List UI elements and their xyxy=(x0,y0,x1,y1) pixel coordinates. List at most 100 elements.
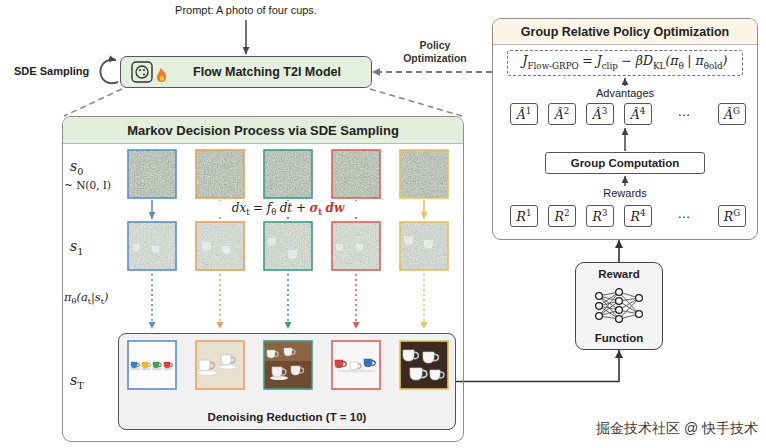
net-unit xyxy=(616,316,623,323)
reward-box: RG xyxy=(718,205,746,227)
graphic-part xyxy=(364,359,375,367)
graphic-part xyxy=(400,222,448,270)
graphic-part xyxy=(400,150,448,198)
graphic-part xyxy=(336,244,346,251)
math-symbol: R xyxy=(555,209,564,224)
math-symbol: G xyxy=(733,208,740,218)
math-symbol: G xyxy=(733,106,740,116)
math-symbol: Â xyxy=(631,107,640,122)
math-symbol: clip xyxy=(602,61,618,71)
graphic-part xyxy=(356,244,366,251)
model-box: Flow Matching T2I Model xyxy=(120,56,372,88)
reward-box: R3 xyxy=(586,205,614,227)
graphic-part xyxy=(332,222,380,270)
math-symbol: R xyxy=(517,209,526,224)
box-label: Function xyxy=(576,332,662,344)
policy-label: (a xyxy=(76,290,87,304)
ellipsis: … xyxy=(678,104,691,119)
watermark: 掘金技术社区 @ 快手技术 xyxy=(596,420,758,436)
loop-label: SDE Sampling xyxy=(14,65,89,78)
net-unit xyxy=(596,313,603,320)
graphic-part xyxy=(400,150,448,198)
graphic-part xyxy=(284,348,295,356)
graphic-part xyxy=(400,341,448,389)
sde-equation: t xyxy=(318,207,322,217)
policy-label: |s xyxy=(91,290,101,304)
graphic-part xyxy=(196,341,244,389)
graphic-part xyxy=(196,341,244,389)
graphic-part xyxy=(128,341,176,389)
graphic-part xyxy=(100,60,118,84)
math-symbol: R xyxy=(631,209,640,224)
graphic-part xyxy=(128,222,176,270)
graphic-part xyxy=(332,341,380,389)
neural-net-icon xyxy=(594,288,644,324)
prompt-text: Prompt: A photo of four cups. xyxy=(175,4,317,16)
panel-title: Group Relative Policy Optimization xyxy=(521,25,729,39)
state-label: 1 xyxy=(77,246,83,257)
graphic-part xyxy=(128,150,176,198)
math-symbol: Â xyxy=(517,107,526,122)
graphic-part xyxy=(332,222,380,270)
graphic-part xyxy=(423,200,425,219)
section-label: Advantages xyxy=(575,87,675,100)
graphic-part xyxy=(624,176,626,186)
graphic-part xyxy=(264,222,312,270)
math-symbol: KL xyxy=(653,61,665,71)
policy-label: π xyxy=(64,290,72,304)
math-symbol: 3 xyxy=(602,106,608,116)
formula-line: RG xyxy=(724,209,740,224)
graphic-part xyxy=(404,236,417,245)
policy-label: πθ(at|st) xyxy=(64,291,109,307)
graphic-part xyxy=(151,200,153,219)
graphic-part xyxy=(268,238,279,246)
graphic-part xyxy=(197,371,217,376)
graphic-part xyxy=(152,246,162,253)
graphic-part xyxy=(196,150,244,198)
math-symbol: 1 xyxy=(526,106,532,116)
math-symbol: R xyxy=(593,209,602,224)
sde-equation: dt + xyxy=(280,201,306,215)
advantage-box: Â3 xyxy=(586,103,614,125)
process-box: Group Computation xyxy=(545,152,705,174)
objective-box: JFlow-GRPO= Jclip− βDKL(πθ| πθold) xyxy=(507,50,743,76)
trajectory-box-fill xyxy=(118,333,456,430)
policy-label: t xyxy=(101,297,104,306)
graphic-part xyxy=(264,341,312,389)
math-symbol: Â xyxy=(724,107,733,122)
formula-line: JFlow-GRPO= Jclip− βDKL(πθ| πθold) xyxy=(522,55,727,70)
graphic-part xyxy=(370,89,462,116)
math-symbol: 3 xyxy=(602,208,608,218)
policy-label: ) xyxy=(104,290,109,304)
mdp-panel: Markov Decision Process via SDE Sampling… xyxy=(62,116,464,442)
graphic-part xyxy=(400,341,448,389)
formula-line: Â4 xyxy=(631,107,646,122)
math-symbol: θ xyxy=(678,61,683,71)
math-symbol: | π xyxy=(687,53,703,68)
step-arrows xyxy=(152,200,424,219)
graphic-part xyxy=(287,274,289,329)
grpo-panel: Group Relative Policy OptimizationJFlow-… xyxy=(492,18,758,240)
graphic-part xyxy=(151,274,153,329)
graphic-part xyxy=(128,222,176,270)
graphic-part xyxy=(350,362,361,370)
sampling-loop-arrow xyxy=(100,60,118,84)
zoom-lines xyxy=(64,89,462,116)
graphic-part xyxy=(424,240,437,249)
graphic-part xyxy=(196,222,244,270)
graphic-part xyxy=(264,341,312,389)
graphic-part xyxy=(128,341,176,389)
prompt-arrow xyxy=(246,20,247,54)
section-label: Advantages xyxy=(596,87,654,99)
connector xyxy=(456,350,619,382)
math-symbol: Â xyxy=(555,107,564,122)
graphic-part xyxy=(196,222,244,270)
sde-equation: dx xyxy=(232,201,246,215)
section-label: Rewards xyxy=(603,187,646,199)
graphic-part xyxy=(64,89,122,116)
graphic-part xyxy=(400,222,448,270)
math-symbol: 4 xyxy=(640,208,646,218)
advantage-box: Â2 xyxy=(548,103,576,125)
section-label: Rewards xyxy=(575,187,675,200)
graphic-part xyxy=(332,150,380,198)
